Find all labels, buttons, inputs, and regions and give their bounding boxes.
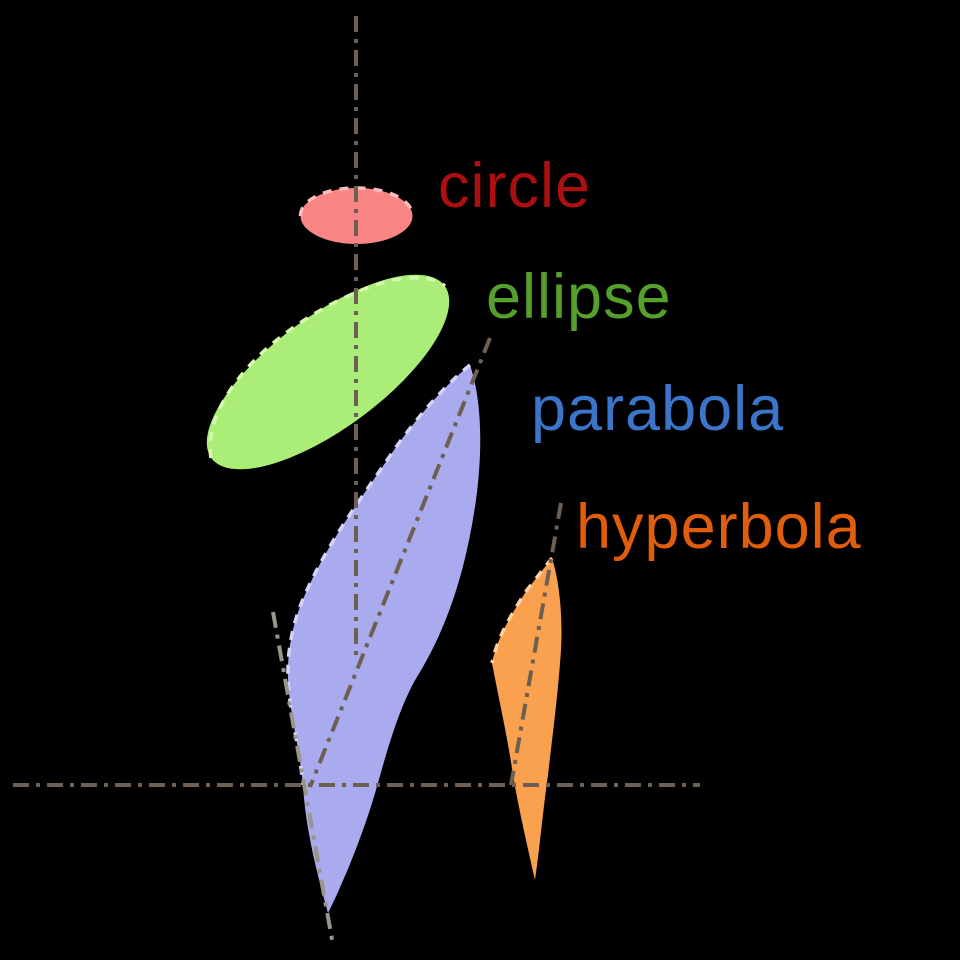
circle-hidden-edge — [298, 186, 415, 217]
parabola-label: parabola — [531, 374, 784, 444]
ellipse-label: ellipse — [486, 262, 672, 332]
ellipse-section-shape — [206, 274, 450, 470]
cone-generator-line — [271, 611, 335, 946]
parabola-axis-line — [308, 337, 492, 788]
hyperbola-axis-line — [509, 502, 563, 786]
ellipse-hidden-edge — [208, 276, 447, 459]
circle-section-shape — [300, 188, 413, 244]
hyperbola-label: hyperbola — [576, 492, 862, 562]
parabola-hidden-edge — [286, 363, 472, 786]
hyperbola-section-shape — [492, 558, 562, 880]
circle-label: circle — [438, 151, 591, 221]
parabola-section-shape — [287, 365, 481, 913]
hyperbola-hidden-edge — [490, 556, 554, 664]
